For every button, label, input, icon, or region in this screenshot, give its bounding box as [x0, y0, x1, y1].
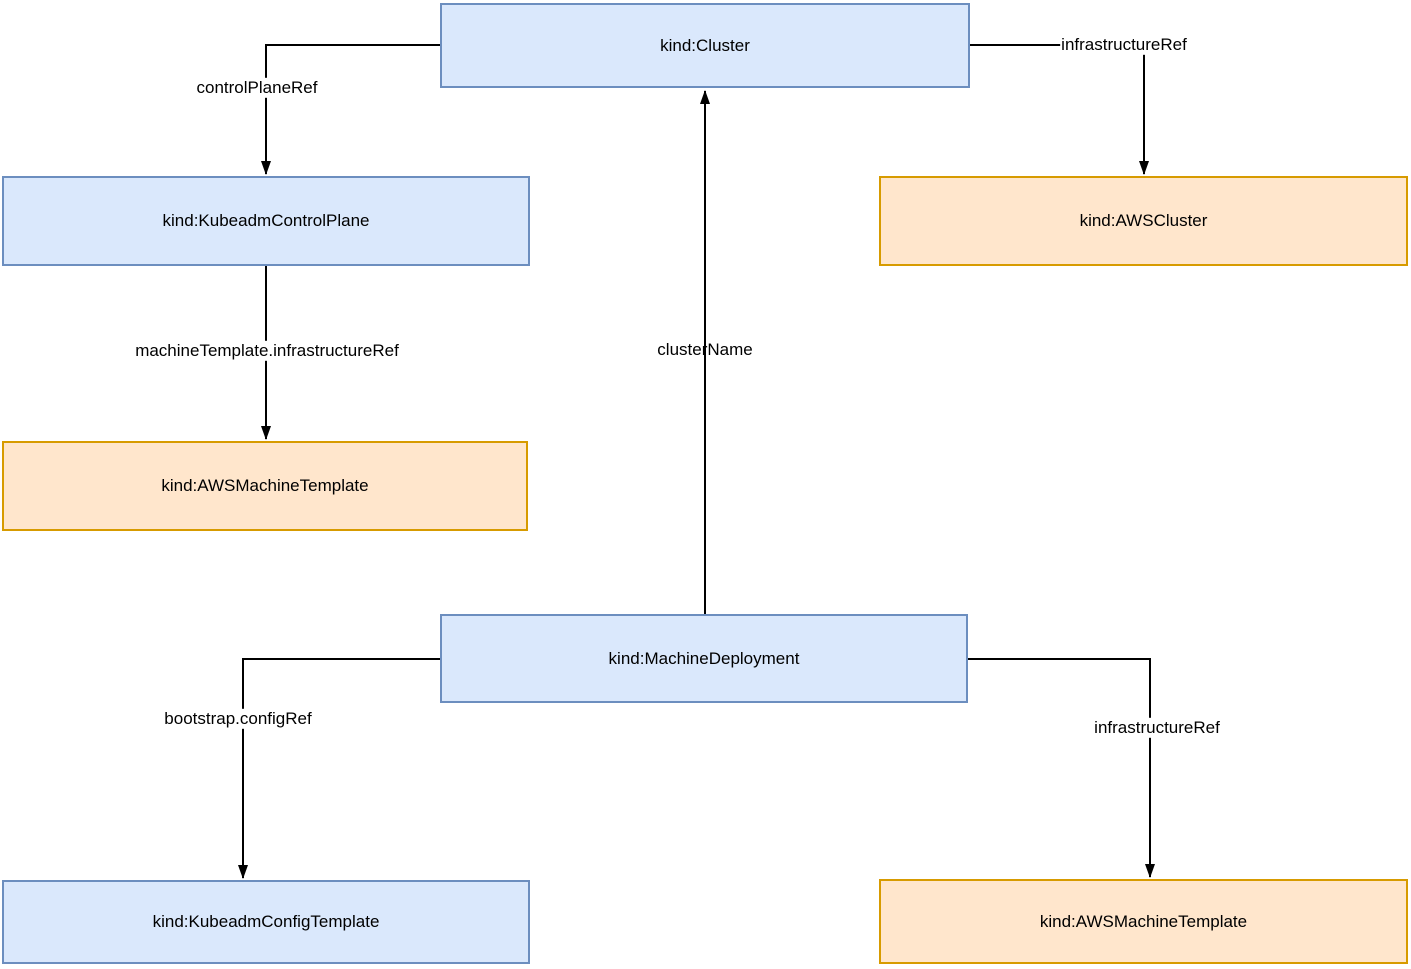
node-aws-machine-template-right: kind:AWSMachineTemplate: [879, 879, 1408, 964]
node-aws-machine-template-right-label: kind:AWSMachineTemplate: [1039, 911, 1248, 931]
node-kubeadm-control-plane-label: kind:KubeadmControlPlane: [162, 211, 370, 230]
edge-controlplaneref-line: [261, 44, 440, 175]
node-aws-cluster: kind:AWSCluster: [879, 176, 1408, 266]
edge-label-machinetemplate-infrastructureref: machineTemplate.infrastructureRef: [134, 340, 400, 362]
node-cluster: kind:Cluster: [440, 3, 970, 88]
node-kubeadm-config-template-label: kind:KubeadmConfigTemplate: [152, 912, 380, 931]
node-aws-cluster-label: kind:AWSCluster: [1079, 211, 1208, 230]
edge-label-controlplaneref: controlPlaneRef: [195, 77, 319, 99]
node-machine-deployment: kind:MachineDeployment: [440, 614, 968, 703]
edge-infrastructureref-top-line: [970, 44, 1149, 175]
node-aws-machine-template-left-label: kind:AWSMachineTemplate: [161, 476, 369, 495]
edge-label-infrastructureref-bottom: infrastructureRef: [1093, 717, 1221, 739]
node-kubeadm-config-template: kind:KubeadmConfigTemplate: [2, 880, 530, 964]
edge-bootstrap-configref-line: [238, 658, 440, 879]
edge-infrastructureref-bottom-line: [968, 658, 1155, 878]
node-aws-machine-template-left: kind:AWSMachineTemplate: [2, 441, 528, 531]
edge-label-clustername: clusterName: [657, 339, 753, 359]
node-cluster-label: kind:Cluster: [660, 35, 750, 55]
edge-label-bootstrap-configref: bootstrap.configRef: [163, 708, 313, 730]
node-kubeadm-control-plane: kind:KubeadmControlPlane: [2, 176, 530, 266]
node-machine-deployment-label: kind:MachineDeployment: [608, 648, 800, 668]
edge-label-infrastructureref-top: infrastructureRef: [1060, 34, 1188, 56]
